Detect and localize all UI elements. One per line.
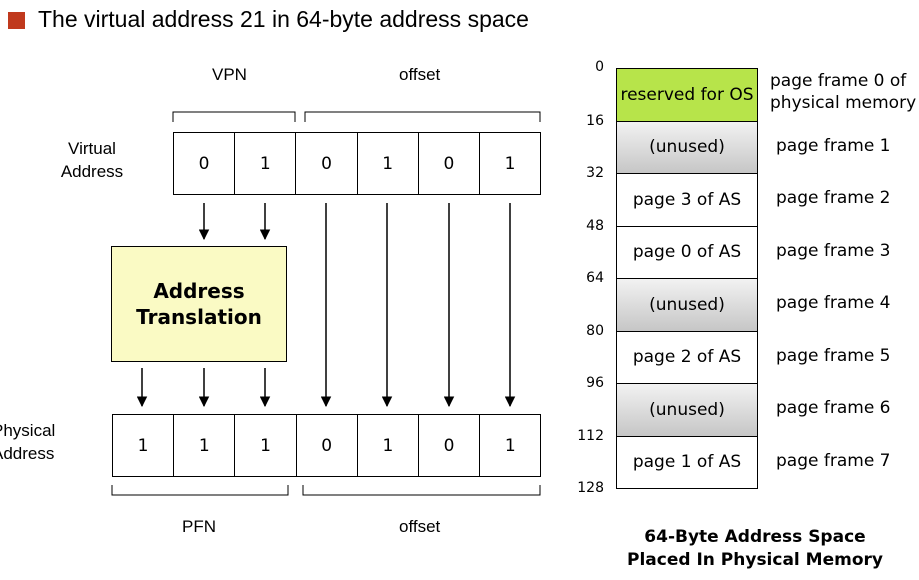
physical-offset-label: offset xyxy=(399,517,441,536)
page-frame-5-label: page frame 5 xyxy=(776,345,891,366)
vpn-label: VPN xyxy=(212,65,247,84)
physical-bit-2: 1 xyxy=(234,414,297,477)
memory-address-7: 112 xyxy=(577,427,604,444)
physical-bit-4: 1 xyxy=(356,414,419,477)
page-frame-4-content: (unused) xyxy=(616,278,758,332)
page-frame-2-label: page frame 2 xyxy=(776,188,891,208)
memory-address-2: 32 xyxy=(586,165,604,181)
page-frame-1-content: (unused) xyxy=(616,120,758,174)
translation-line1: Address xyxy=(153,279,245,303)
memory-address-3: 48 xyxy=(586,217,604,234)
pfn-label: PFN xyxy=(182,517,216,536)
page-frame-5-content: page 2 of AS xyxy=(616,330,758,384)
page-frame-3-label: page frame 3 xyxy=(776,240,891,261)
slide-title: The virtual address 21 in 64-byte addres… xyxy=(38,6,529,32)
physical-address-label-line1: Physical xyxy=(0,421,56,440)
page-frame-6-label: page frame 6 xyxy=(776,398,891,418)
virtual-address-label-line2: Address xyxy=(60,162,124,181)
caption-line2: Placed In Physical Memory xyxy=(627,550,883,570)
memory-address-1: 16 xyxy=(586,112,604,129)
page-frame-0-content: reserved for OS xyxy=(616,68,758,122)
page-frame-1-label: page frame 1 xyxy=(776,135,891,156)
translation-line2: Translation xyxy=(136,305,262,329)
pfn-brace xyxy=(111,485,289,496)
physical-bit-3: 0 xyxy=(295,414,358,477)
memory-address-5: 80 xyxy=(586,322,604,339)
virtual-bit-2: 0 xyxy=(295,132,358,195)
virtual-offset-label: offset xyxy=(399,65,441,84)
physical-address-label-line2: Address xyxy=(0,444,55,463)
page-frame-7-content: page 1 of AS xyxy=(616,435,758,489)
page-frame-0-label-line1: page frame 0 of xyxy=(770,71,907,91)
memory-address-8: 128 xyxy=(577,480,604,496)
page-frame-2-content: page 3 of AS xyxy=(616,173,758,227)
memory-caption: 64-Byte Address Space Placed In Physical… xyxy=(620,526,890,572)
vpn-brace xyxy=(172,111,296,122)
physical-bit-5: 0 xyxy=(418,414,481,477)
virtual-bit-0: 0 xyxy=(173,132,236,195)
title-bullet xyxy=(8,12,25,29)
page-frame-4-label: page frame 4 xyxy=(776,293,891,313)
virtual-address-label: Virtual Address xyxy=(52,137,132,183)
address-translation-box: Address Translation xyxy=(111,246,287,362)
page-frame-0-label-line2: physical memory xyxy=(770,93,917,113)
physical-bit-6: 1 xyxy=(479,414,542,477)
physical-address-label: Physical Address xyxy=(0,419,72,465)
memory-address-6: 96 xyxy=(586,375,604,391)
physical-bit-0: 1 xyxy=(112,414,175,477)
virtual-offset-brace xyxy=(304,111,541,122)
caption-line1: 64-Byte Address Space xyxy=(644,527,866,547)
memory-address-0: 0 xyxy=(595,59,604,75)
memory-address-4: 64 xyxy=(586,270,604,286)
page-frame-3-content: page 0 of AS xyxy=(616,225,758,279)
physical-offset-brace xyxy=(302,485,541,496)
virtual-bit-1: 1 xyxy=(234,132,297,195)
virtual-bit-5: 1 xyxy=(479,132,542,195)
page-frame-7-label: page frame 7 xyxy=(776,450,891,471)
virtual-address-label-line1: Virtual xyxy=(68,139,116,158)
page-frame-6-content: (unused) xyxy=(616,383,758,437)
